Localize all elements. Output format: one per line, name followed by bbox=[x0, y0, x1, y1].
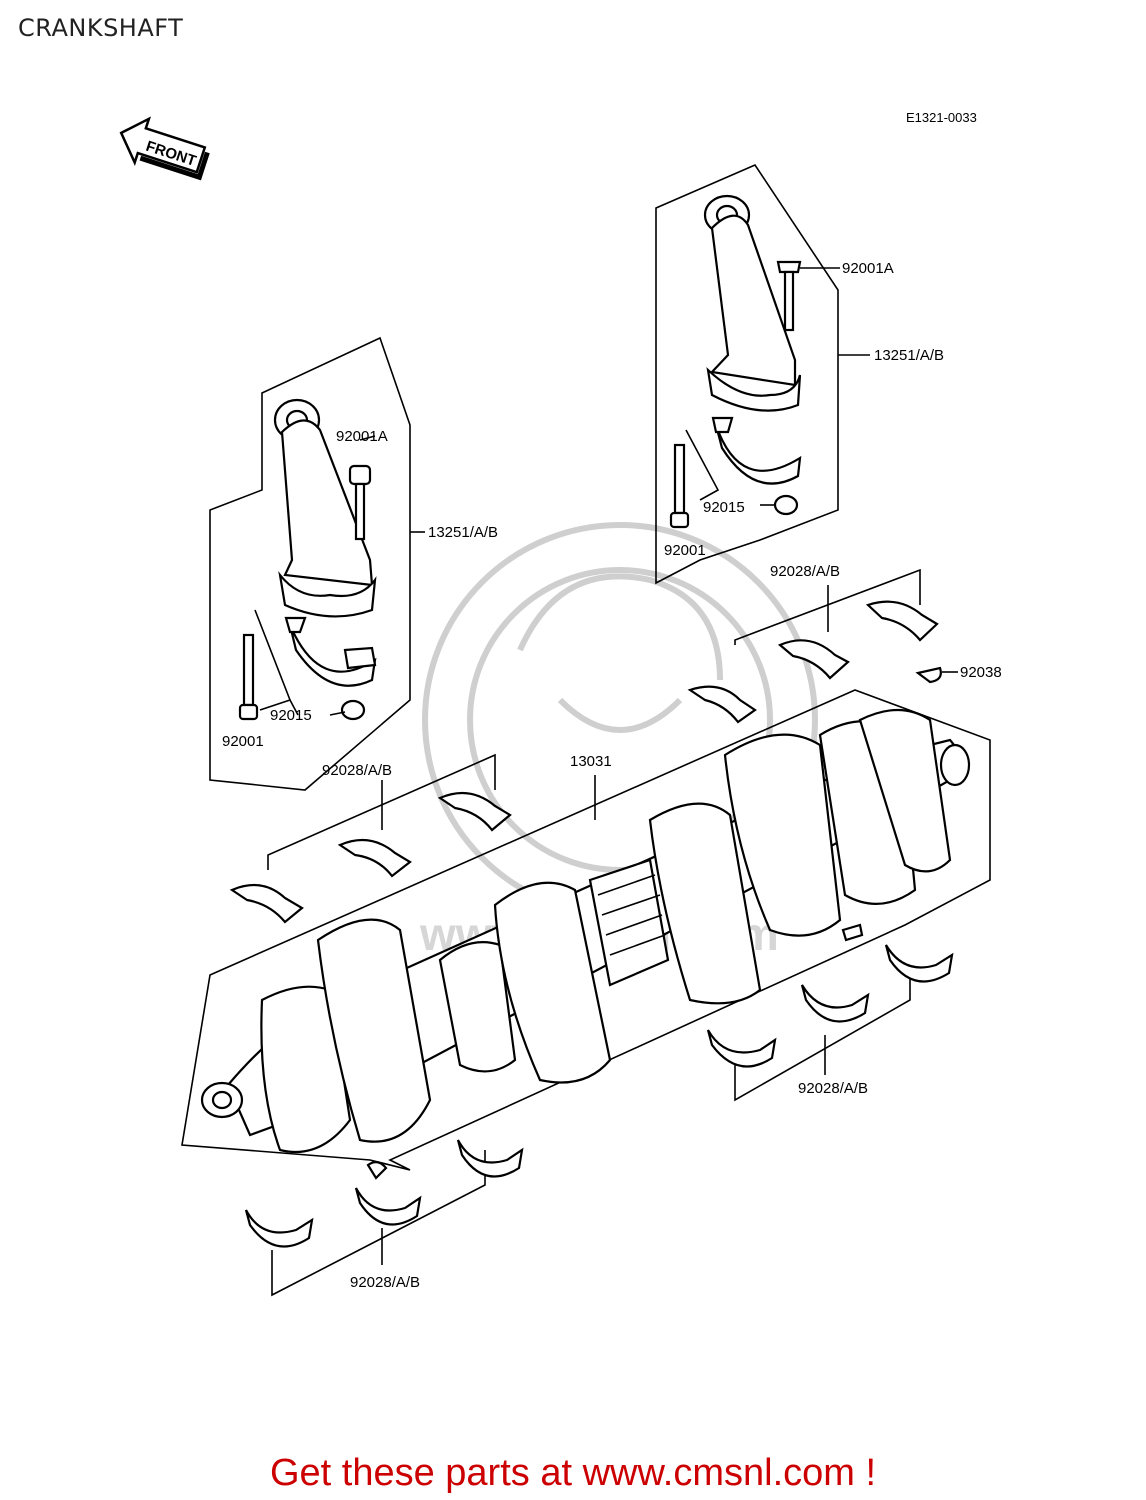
page-title: CRANKSHAFT bbox=[18, 14, 184, 42]
label-left-92001: 92001 bbox=[222, 733, 264, 750]
label-right-92015: 92015 bbox=[703, 499, 745, 516]
label-bearing-top-left: 92028/A/B bbox=[322, 762, 392, 779]
label-left-92015: 92015 bbox=[270, 707, 312, 724]
right-conrod bbox=[703, 194, 802, 412]
label-crankshaft-13031: 13031 bbox=[570, 753, 612, 770]
footer-cta-link[interactable]: Get these parts at www.cmsnl.com ! bbox=[269, 1452, 877, 1494]
front-arrow-icon: FRONT bbox=[119, 116, 210, 181]
label-bearing-bottom-right: 92028/A/B bbox=[798, 1080, 868, 1097]
label-right-92001A: 92001A bbox=[842, 260, 894, 277]
label-right-13251: 13251/A/B bbox=[874, 347, 944, 364]
left-conrod-cap bbox=[284, 616, 377, 687]
left-bolt-92001 bbox=[238, 633, 259, 721]
right-nut-92001A bbox=[776, 260, 802, 332]
crankshaft-13031: 13031 bbox=[181, 689, 991, 1180]
label-bearing-bottom-left: 92028/A/B bbox=[350, 1274, 420, 1291]
right-conrod-group: 92001A 13251/A/B 92015 92001 bbox=[655, 163, 944, 585]
right-conrod-cap bbox=[711, 416, 802, 485]
label-key-92038: 92038 bbox=[960, 664, 1002, 681]
crankshaft-gear bbox=[588, 858, 670, 987]
label-left-92001A: 92001A bbox=[336, 428, 388, 445]
label-bearing-top-right: 92028/A/B bbox=[770, 563, 840, 580]
left-conrod-group: 92001A 13251/A/B 92015 92001 bbox=[209, 336, 498, 791]
left-nut-92015 bbox=[340, 699, 366, 721]
bearing-set-bottom-left: 92028/A/B bbox=[244, 1139, 524, 1297]
bearing-set-top-right: 92028/A/B bbox=[687, 563, 939, 724]
label-left-13251: 13251/A/B bbox=[428, 524, 498, 541]
bearing-set-top-left: 92028/A/B bbox=[229, 753, 512, 924]
right-nut-92015 bbox=[773, 494, 799, 516]
right-bolt-92001 bbox=[669, 443, 690, 529]
label-right-92001: 92001 bbox=[664, 542, 706, 559]
key-92038: 92038 bbox=[915, 664, 1002, 684]
left-conrod bbox=[273, 398, 377, 618]
bearing-set-bottom-right: 92028/A/B bbox=[706, 944, 954, 1102]
diagram-code: E1321-0033 bbox=[906, 110, 977, 125]
left-nut-92001A bbox=[348, 464, 372, 541]
